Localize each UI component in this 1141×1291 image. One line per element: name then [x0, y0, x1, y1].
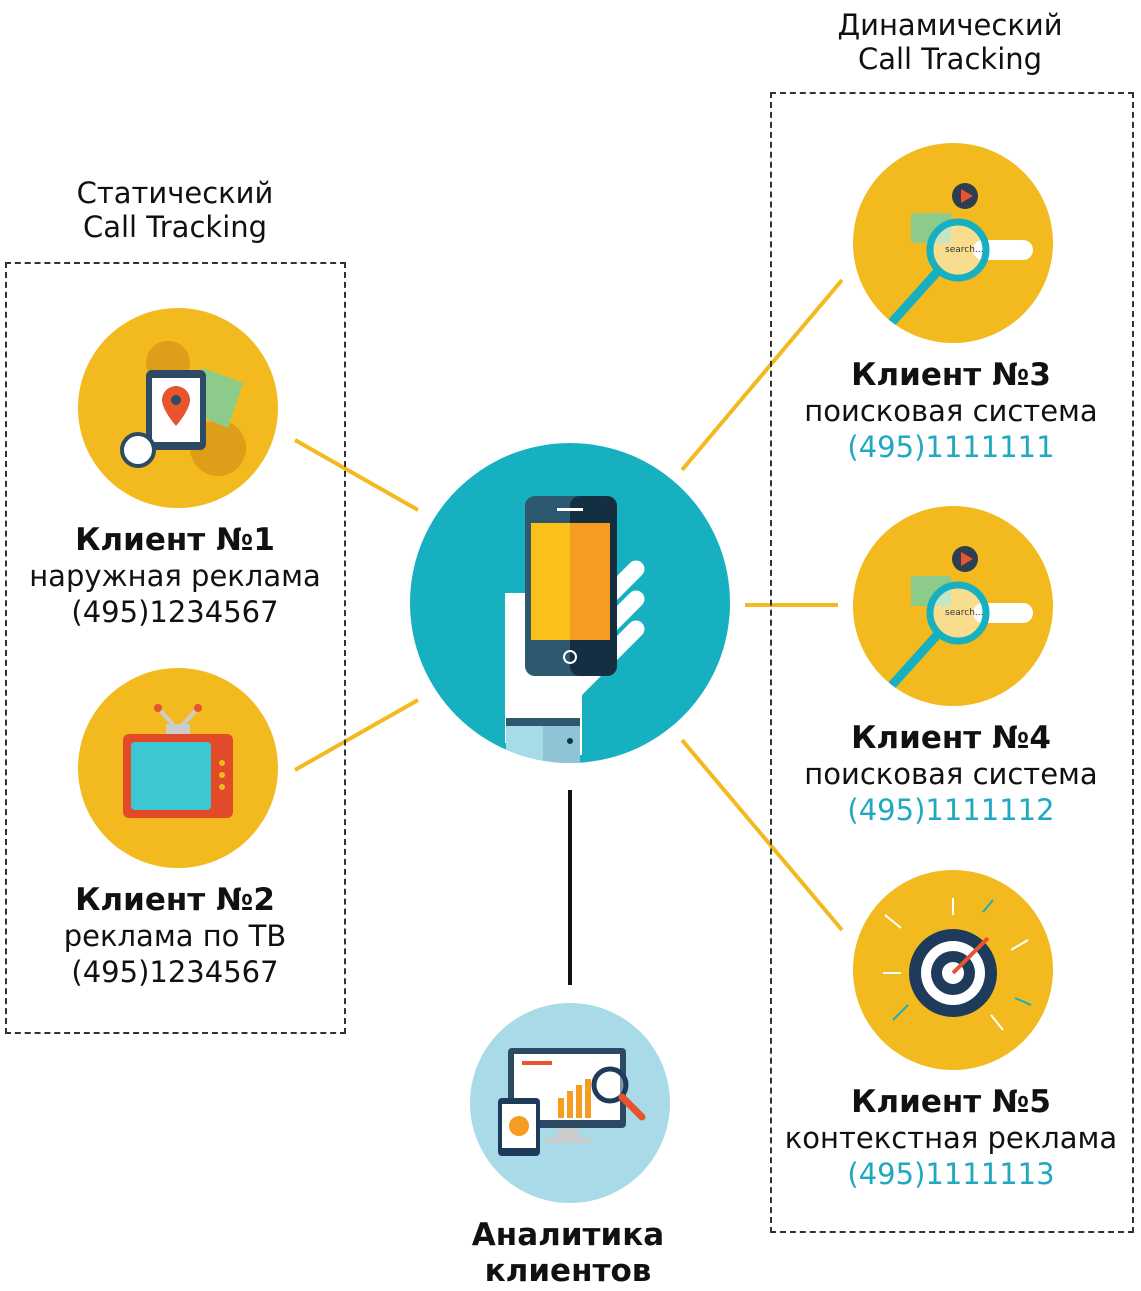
client-phone: (495)1111111 [847, 430, 1055, 464]
search-magnifier-icon: search... [853, 143, 1053, 343]
client-3-label: Клиент №3 поисковая система (495)1111111 [761, 357, 1141, 465]
client-phone: (495)1234567 [71, 595, 279, 629]
title-line: Динамический [837, 8, 1063, 42]
client-name: Клиент №2 [75, 882, 275, 918]
analytics-dashboard-icon [470, 1003, 670, 1203]
search-text: search... [945, 608, 984, 618]
client-name: Клиент №4 [851, 720, 1051, 756]
analytics-label: Аналитика клиентов [378, 1217, 758, 1289]
client-name: Клиент №1 [75, 522, 275, 558]
client-channel: реклама по ТВ [63, 919, 287, 953]
title-line: Статический [76, 176, 274, 210]
analytics-line: Аналитика [471, 1217, 665, 1253]
client-channel: поисковая система [804, 394, 1098, 428]
target-icon [853, 870, 1053, 1070]
dynamic-group-title: Динамический Call Tracking [800, 8, 1100, 76]
map-pin-icon [78, 308, 278, 508]
tv-icon [78, 668, 278, 868]
connector-client3 [680, 278, 844, 472]
client-channel: контекстная реклама [784, 1121, 1118, 1155]
client-1-label: Клиент №1 наружная реклама (495)1234567 [0, 522, 365, 630]
static-group-box [5, 262, 346, 1034]
static-group-title: Статический Call Tracking [40, 176, 310, 244]
title-line: Call Tracking [857, 42, 1043, 76]
client-4-label: Клиент №4 поисковая система (495)1111112 [761, 720, 1141, 828]
client-name: Клиент №3 [851, 357, 1051, 393]
analytics-line: клиентов [484, 1253, 652, 1289]
search-text: search... [945, 245, 984, 255]
client-phone: (495)1234567 [71, 955, 279, 989]
client-name: Клиент №5 [851, 1084, 1051, 1120]
connector-client1 [294, 438, 419, 512]
client-phone: (495)1111113 [847, 1157, 1055, 1191]
client-phone: (495)1111112 [847, 793, 1055, 827]
client-channel: наружная реклама [29, 559, 321, 593]
search-magnifier-icon: search... [853, 506, 1053, 706]
title-line: Call Tracking [82, 210, 268, 244]
phone-in-hand-icon [410, 443, 730, 763]
client-channel: поисковая система [804, 757, 1098, 791]
client-5-label: Клиент №5 контекстная реклама (495)11111… [761, 1084, 1141, 1192]
dynamic-group-box [770, 92, 1134, 1233]
connector-client2 [294, 698, 419, 772]
client-2-label: Клиент №2 реклама по ТВ (495)1234567 [0, 882, 365, 990]
connector-client5 [680, 738, 844, 932]
